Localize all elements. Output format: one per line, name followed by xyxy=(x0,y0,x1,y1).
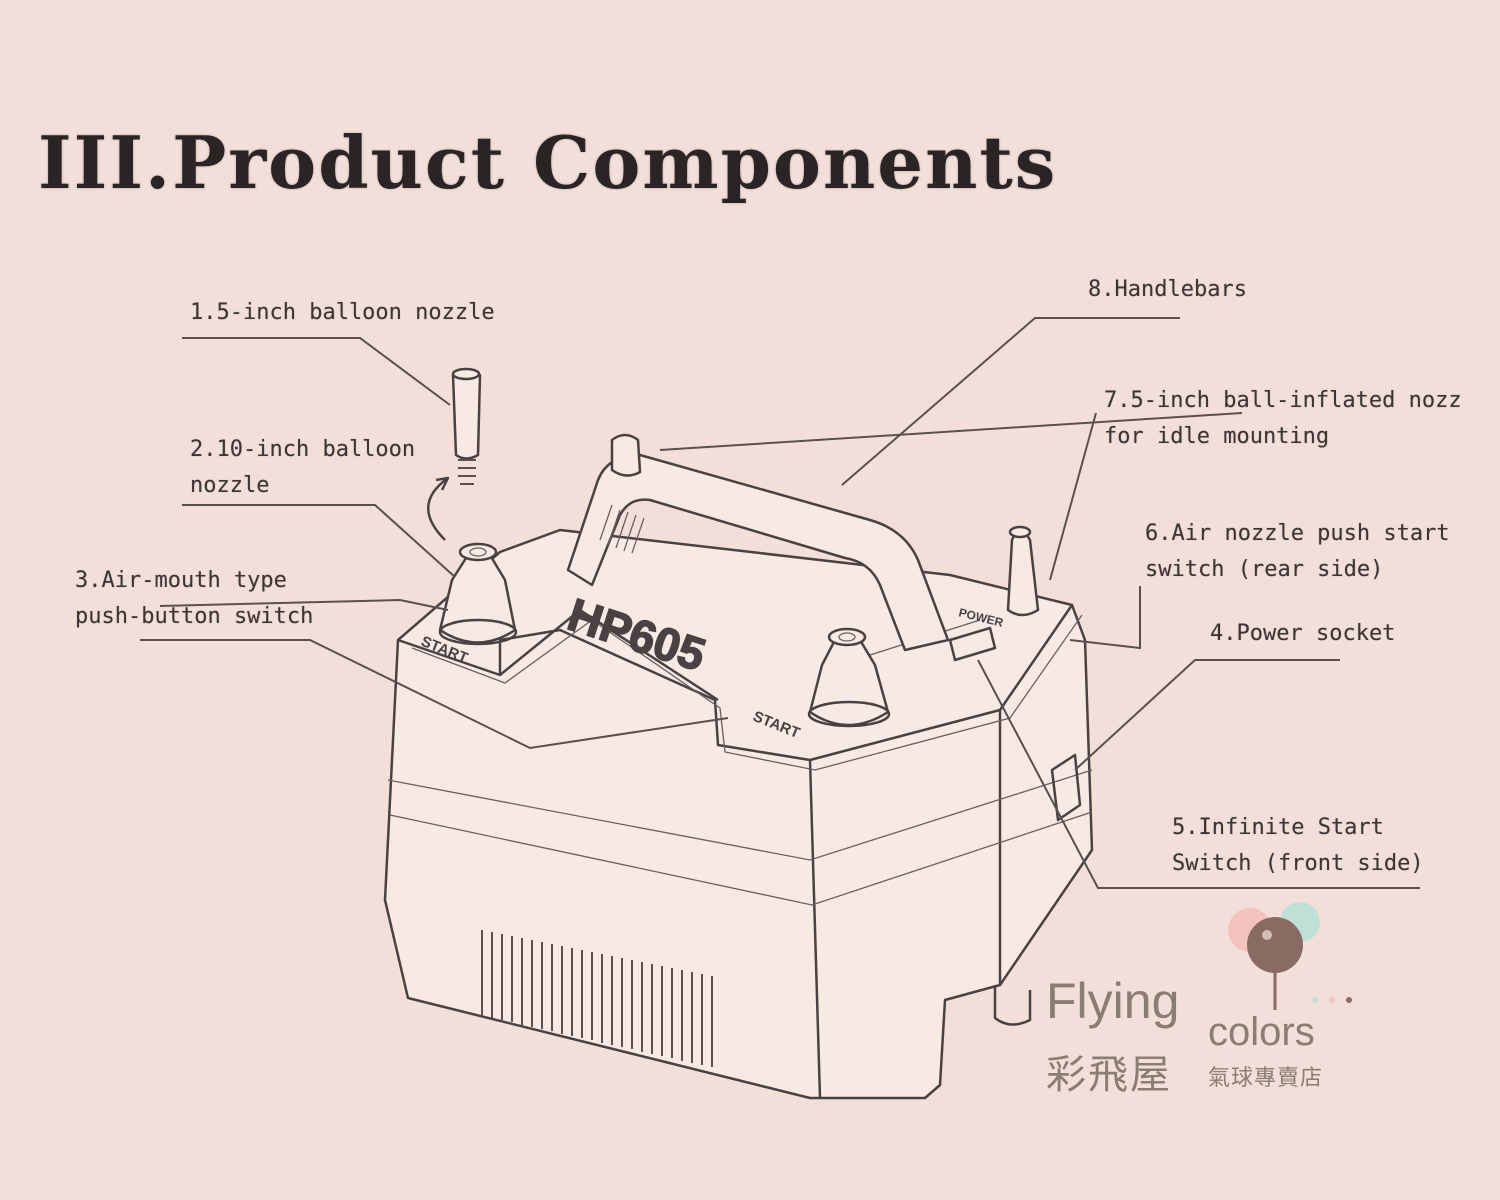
vent-grille xyxy=(481,930,713,1067)
left-air-nozzle xyxy=(438,542,518,646)
brand-name-en-1: Flying xyxy=(1046,973,1180,1029)
label-idle-nozzle: 7.5-inch ball-inflated nozz for idle mou… xyxy=(1104,388,1462,449)
brand-logo: Flying colors 彩飛屋 氣球專賣店 xyxy=(1040,900,1360,1100)
idle-nozzle-rear-left xyxy=(610,433,642,477)
label-power-socket: 4.Power socket xyxy=(1210,621,1396,646)
loose-nozzle xyxy=(451,367,482,485)
page-title: III.Product Components xyxy=(38,120,1058,205)
balloon-logo-icon xyxy=(1228,902,1352,1010)
pump-body: HP605 START START POWER xyxy=(383,433,1094,1100)
right-air-nozzle xyxy=(807,627,891,728)
label-rear-switch: 6.Air nozzle push start switch (rear sid… xyxy=(1145,521,1450,582)
label-airmouth-switch: 3.Air-mouth type push-button switch xyxy=(75,568,314,629)
brand-name-en-2: colors xyxy=(1208,1010,1315,1054)
power-switch-icon xyxy=(948,626,997,662)
label-infinite-switch: 5.Infinite Start Switch (front side) xyxy=(1172,815,1424,876)
brand-tagline-cn: 氣球專賣店 xyxy=(1208,1066,1324,1091)
label-5inch-nozzle: 1.5-inch balloon nozzle xyxy=(190,300,495,325)
leader-lines xyxy=(140,317,1420,889)
curved-arrow-icon xyxy=(427,476,450,541)
label-10inch-nozzle: 2.10-inch balloon nozzle xyxy=(190,437,416,498)
label-handlebars: 8.Handlebars xyxy=(1088,277,1247,302)
power-socket-icon xyxy=(1050,753,1082,822)
idle-nozzle-rear-right xyxy=(1006,525,1040,617)
brand-name-cn: 彩飛屋 xyxy=(1046,1052,1172,1098)
